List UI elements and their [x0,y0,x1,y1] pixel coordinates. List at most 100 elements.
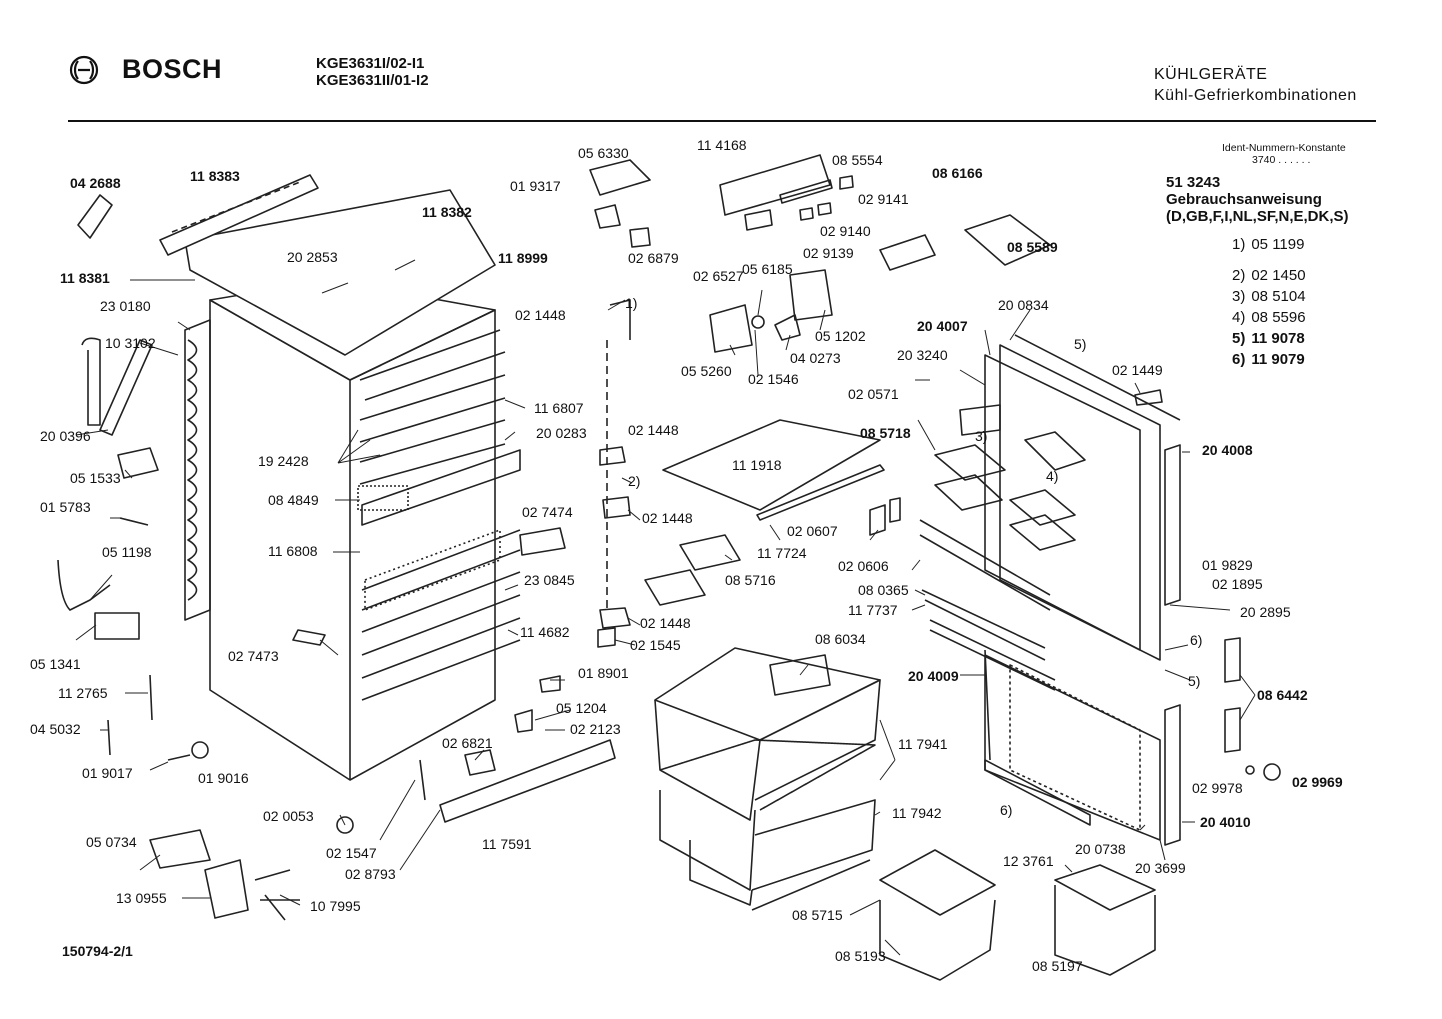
category-title: KÜHLGERÄTE [1154,66,1268,83]
footnote-item: 6) 11 9079 [1232,349,1306,370]
footnote-key: 5) [1232,330,1246,347]
part-label: 04 2688 [70,175,121,191]
part-label: 20 0834 [998,297,1049,313]
footnote-key: 1) [1232,236,1246,253]
doors-drawing [919,334,1281,846]
part-label: 01 5783 [40,499,91,515]
part-label: 02 0571 [848,386,899,402]
part-label: 11 6807 [534,400,584,416]
part-label: 08 6034 [815,631,866,647]
footnote-part: 05 1199 [1251,236,1305,253]
part-label: 11 8383 [190,168,240,184]
part-label: 3) [975,428,988,444]
part-label: 11 8999 [498,250,548,266]
part-label: 1) [625,295,638,311]
part-label: 05 1341 [30,656,81,672]
part-label: 02 0053 [263,808,314,824]
part-label: 05 1198 [102,544,152,560]
category-subtitle: Kühl-Gefrierkombinationen [1154,87,1357,104]
part-label: 08 6442 [1257,687,1308,703]
footnote-part: 02 1450 [1251,267,1306,284]
part-label: 02 1448 [642,510,693,526]
part-label: 02 6527 [693,268,744,284]
manual-block: 51 3243 Gebrauchsanweisung (D,GB,F,I,NL,… [1166,174,1349,225]
footnote-key: 6) [1232,351,1246,368]
part-label: 02 6821 [442,735,493,751]
middle-parts-drawing [464,154,1051,776]
part-label: 02 1895 [1212,576,1263,592]
part-label: 11 7942 [892,805,942,821]
part-label: 20 4010 [1200,814,1251,830]
part-label: 20 0738 [1075,841,1126,857]
ident-constant: Ident-Nummern-Konstante 3740 . . . . . . [1222,142,1346,166]
part-label: 20 2853 [287,249,338,265]
left-parts-drawing [57,194,616,921]
part-label: 02 1547 [326,845,377,861]
part-label: 23 0180 [100,298,151,314]
part-label: 5) [1074,336,1087,352]
part-label: 20 0396 [40,428,91,444]
manual-languages: (D,GB,F,I,NL,SF,N,E,DK,S) [1166,208,1349,225]
part-label: 02 9969 [1292,774,1343,790]
footnote-key: 3) [1232,288,1246,305]
part-label: 02 0607 [787,523,838,539]
model-numbers: KGE3631I/02-I1 KGE3631II/01-I2 [316,55,429,89]
part-label: 08 5197 [1032,958,1083,974]
part-label: 08 5716 [725,572,776,588]
footnote-item: 2) 02 1450 [1232,265,1306,286]
model-number: KGE3631II/01-I2 [316,72,429,89]
part-label: 01 9017 [82,765,133,781]
part-label: 02 1448 [515,307,566,323]
part-label: 02 9140 [820,223,871,239]
cabinet-drawing [159,174,521,781]
brand-name: BOSCH [122,54,223,84]
part-label: 08 6166 [932,165,983,181]
bosch-logo-icon [68,54,100,86]
footnote-part: 11 9078 [1251,330,1305,347]
part-label: 08 5193 [835,948,886,964]
part-label: 01 9317 [510,178,561,194]
part-label: 01 9829 [1202,557,1253,573]
part-label: 5) [1188,673,1201,689]
part-label: 02 0606 [838,558,889,574]
part-label: 02 1448 [640,615,691,631]
part-label: 02 1448 [628,422,679,438]
footnote-key: 2) [1232,267,1246,284]
manual-title: Gebrauchsanweisung [1166,191,1322,208]
part-label: 11 2765 [58,685,108,701]
footnote-part: 08 5596 [1251,309,1306,326]
footnote-item: 4)08 5596 [1232,307,1306,328]
leader-lines [75,259,1256,956]
part-label: 05 0734 [86,834,137,850]
part-label: 4) [1046,468,1059,484]
part-label: 08 5589 [1007,239,1058,255]
footnote-part: 08 5104 [1251,288,1306,305]
model-number: KGE3631I/02-I1 [316,55,425,72]
part-label: 23 0845 [524,572,575,588]
footnote-part: 11 9079 [1251,351,1305,368]
part-label: 11 1918 [732,457,782,473]
part-label: 11 7941 [898,736,948,752]
part-label: 02 9141 [858,191,909,207]
part-label: 6) [1000,802,1013,818]
part-label: 05 1202 [815,328,866,344]
part-label: 20 3699 [1135,860,1186,876]
part-label: 02 6879 [628,250,679,266]
part-label: 04 0273 [790,350,841,366]
part-label: 01 8901 [578,665,629,681]
header-rule [68,120,1376,122]
part-label: 11 4168 [697,137,747,153]
part-label: 2) [628,473,641,489]
part-label: 04 5032 [30,721,81,737]
part-label: 10 7995 [310,898,361,914]
part-label: 20 0283 [536,425,587,441]
part-label: 02 2123 [570,721,621,737]
footnote-item: 3) 08 5104 [1232,286,1306,307]
part-label: 20 3240 [897,347,948,363]
part-label: 6) [1190,632,1203,648]
category-block: KÜHLGERÄTE Kühl-Gefrierkombinationen [1154,64,1357,106]
part-label: 05 6330 [578,145,629,161]
footnote-item: 5) 11 9078 [1232,328,1306,349]
part-label: 20 4009 [908,668,959,684]
